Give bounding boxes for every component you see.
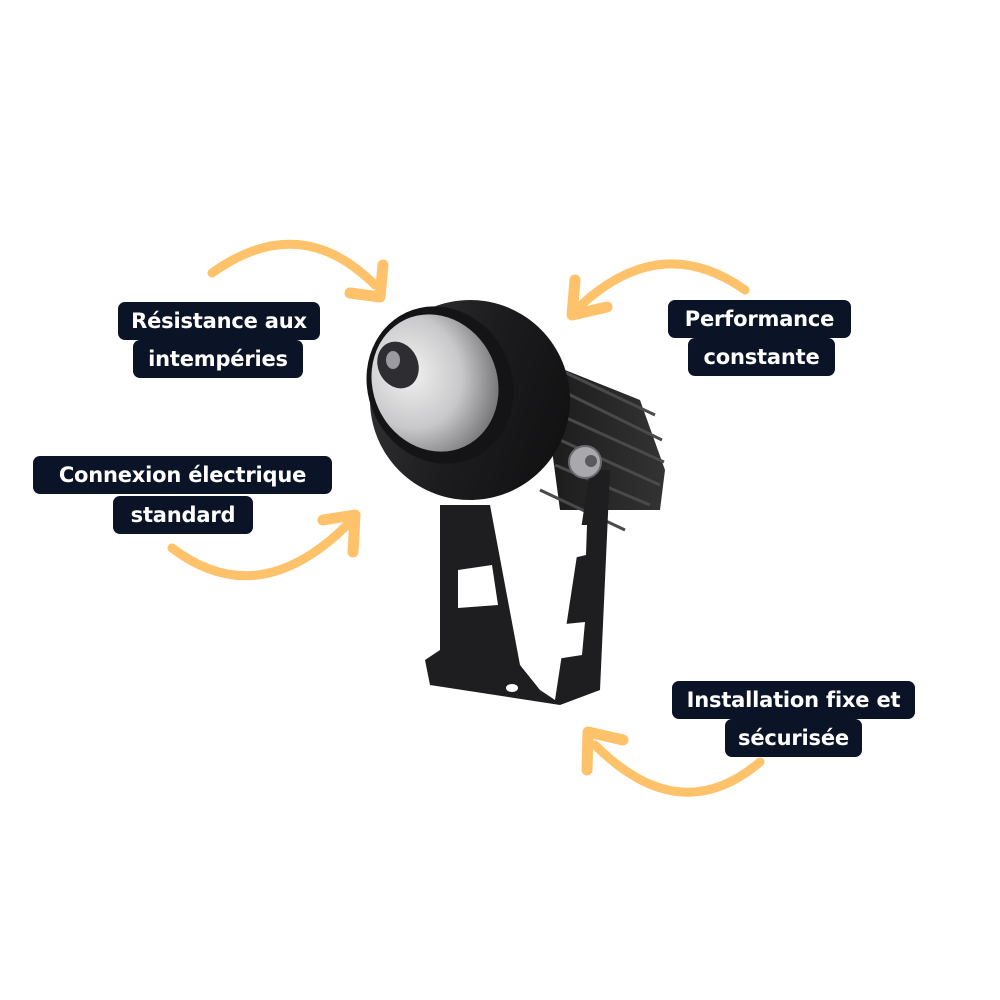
arrow-installation-icon (581, 726, 765, 797)
arrow-performance-icon (566, 259, 750, 321)
label-line: constante (688, 338, 835, 376)
heatsink-fins (539, 360, 665, 532)
label-line: intempéries (133, 340, 303, 378)
mounting-bracket (425, 470, 610, 705)
lamp-housing (366, 300, 570, 500)
label-line: Performance (668, 300, 851, 338)
label-line: sécurisée (725, 719, 862, 757)
label-line: Résistance aux (118, 302, 320, 340)
label-line: standard (113, 496, 253, 534)
label-line: Installation fixe et (672, 681, 915, 719)
arrow-connection-icon (167, 509, 361, 581)
mounting-screw (568, 445, 602, 479)
label-line: Connexion électrique (33, 456, 332, 494)
arrow-weather-icon (207, 239, 389, 303)
